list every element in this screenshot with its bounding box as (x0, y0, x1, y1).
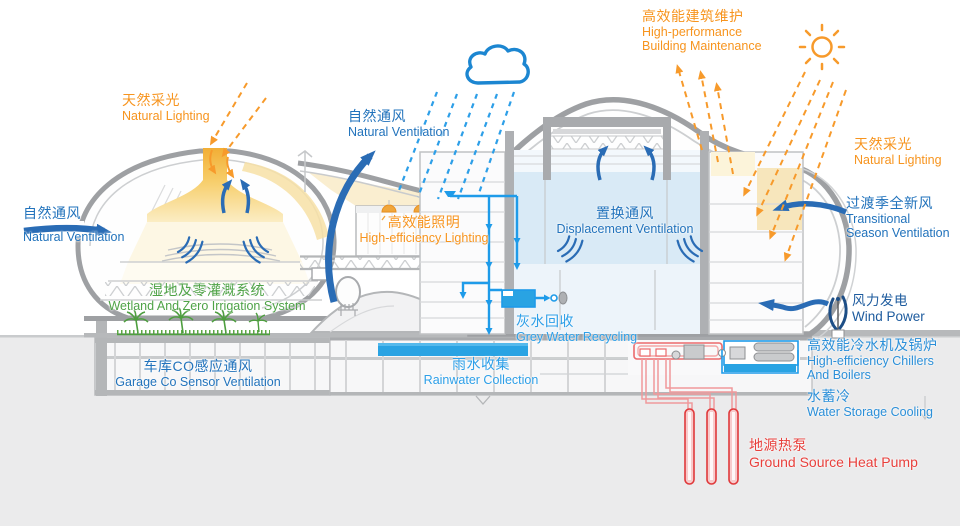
label-zh: 车库CO感应通风 (143, 358, 253, 374)
label-zh: 自然通风 (23, 205, 81, 221)
label-en: Natural Lighting (122, 108, 210, 123)
transitional-season-arrow (772, 199, 848, 215)
label-zh: 自然通风 (348, 108, 406, 124)
label-greywater: 灰水回收 Grey Water Recycling (516, 313, 637, 344)
label-en: Natural Lighting (854, 152, 942, 167)
label-zh: 高效能照明 (387, 214, 461, 230)
label-en: Natural Ventilation (348, 124, 450, 139)
label-transitional-season: 过渡季全新风 Transitional Season Ventilation (846, 195, 950, 241)
label-zh: 过渡季全新风 (846, 195, 933, 211)
label-en: Wetland And Zero Irrigation System (108, 298, 306, 313)
label-natural-lighting-left: 天然采光 Natural Lighting (122, 92, 210, 123)
label-wetland: 湿地及零灌溉系统 Wetland And Zero Irrigation Sys… (102, 282, 312, 313)
label-displacement-ventilation: 置换通风 Displacement Ventilation (545, 205, 705, 236)
label-zh: 雨水收集 (452, 356, 510, 372)
label-natural-ventilation-mid: 自然通风 Natural Ventilation (348, 108, 449, 139)
label-en: Wind Power (852, 308, 925, 324)
rainwater-pool (378, 343, 528, 356)
label-zh: 天然采光 (122, 92, 180, 108)
label-ground-source: 地源热泵 Ground Source Heat Pump (749, 437, 918, 470)
rain-cloud-icon (465, 44, 530, 85)
natural-ventilation-left-arrow (23, 223, 112, 236)
label-en: High-efficiency Chillers (807, 353, 934, 368)
label-en: And Boilers (807, 368, 871, 383)
label-en: High-performance (642, 24, 743, 39)
label-rainwater: 雨水收集 Rainwater Collection (396, 356, 566, 387)
label-zh: 置换通风 (596, 205, 654, 221)
ventilation-arrows (23, 145, 848, 312)
label-high-performance-maintenance: 高效能建筑维护 High-performance Building Mainte… (642, 8, 762, 54)
label-en: Transitional (846, 211, 911, 226)
label-zh: 地源热泵 (749, 437, 807, 453)
label-zh: 灰水回收 (516, 313, 574, 329)
label-en: Displacement Ventilation (556, 221, 694, 236)
label-zh: 高效能冷水机及锅炉 (807, 337, 938, 353)
label-garage: 车库CO感应通风 Garage Co Sensor Ventilation (93, 358, 303, 389)
label-en: Garage Co Sensor Ventilation (115, 374, 281, 389)
label-high-efficiency-lighting: 高效能照明 High-efficiency Lighting (344, 214, 504, 245)
palm-tree-icon (117, 307, 270, 336)
chiller-boiler-plant (628, 340, 800, 409)
label-zh: 风力发电 (852, 293, 908, 308)
label-en: Natural Ventilation (23, 229, 125, 244)
greywater-pipes (444, 191, 568, 335)
label-zh: 水蓄冷 (807, 388, 851, 404)
left-hall-building (71, 148, 337, 321)
label-en: Building Maintenance (642, 39, 762, 54)
ground-source-tubes (684, 408, 739, 485)
label-wind-power: 风力发电 Wind Power (852, 293, 925, 325)
diffuser-arcs (176, 235, 704, 264)
label-en: Water Storage Cooling (807, 404, 933, 419)
wind-turbine-icon (828, 295, 848, 339)
label-en: Season Ventilation (846, 226, 950, 241)
sun-icon (798, 23, 846, 71)
label-natural-lighting-right: 天然采光 Natural Lighting (854, 136, 942, 167)
label-en: Grey Water Recycling (516, 329, 638, 344)
wind-arrow (758, 299, 830, 312)
skylight-daylight-arrows (207, 149, 235, 179)
label-water-storage: 水蓄冷 Water Storage Cooling (807, 388, 933, 419)
label-en: High-efficiency Lighting (359, 230, 489, 245)
label-en: Rainwater Collection (423, 372, 539, 387)
label-chillers: 高效能冷水机及锅炉 High-efficiency Chillers And B… (807, 337, 938, 383)
daylight-rays (209, 71, 847, 262)
label-zh: 高效能建筑维护 (642, 8, 744, 24)
natural-ventilation-mid-arrow (325, 150, 376, 303)
label-natural-ventilation-left: 自然通风 Natural Ventilation (23, 205, 124, 244)
rain-dashes (396, 91, 516, 200)
label-en: Ground Source Heat Pump (749, 453, 918, 470)
maintenance-arrows (675, 64, 734, 175)
garage-basement (94, 318, 331, 396)
label-zh: 天然采光 (854, 136, 912, 152)
label-zh: 湿地及零灌溉系统 (149, 282, 265, 298)
right-hall-building (419, 97, 857, 375)
